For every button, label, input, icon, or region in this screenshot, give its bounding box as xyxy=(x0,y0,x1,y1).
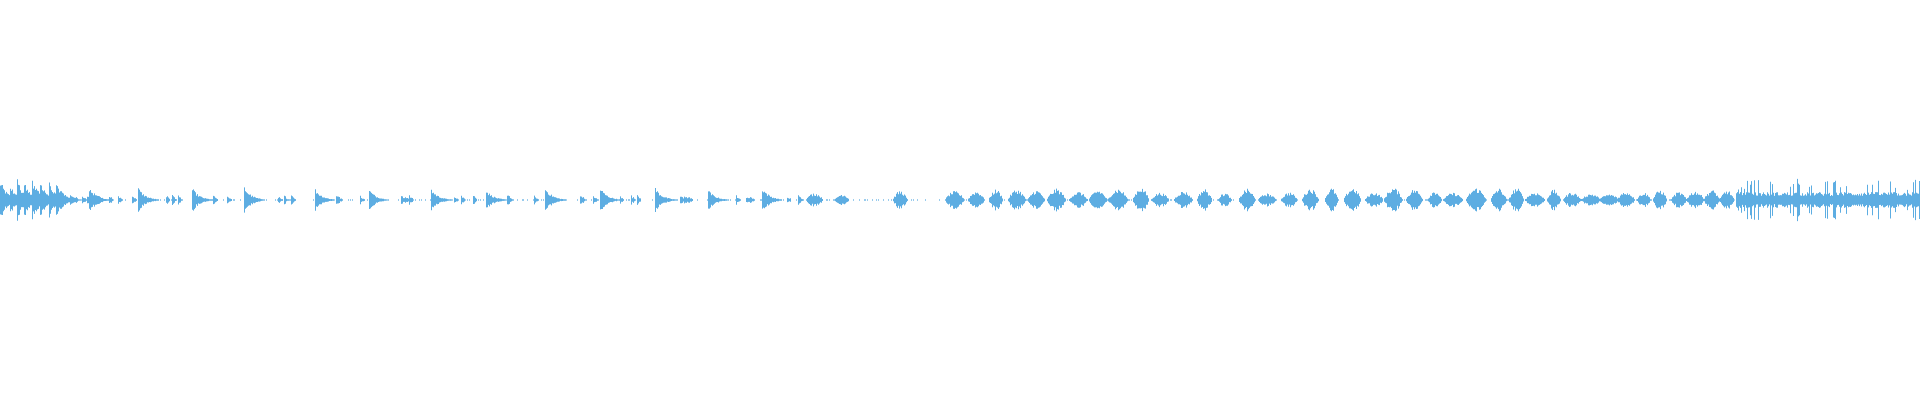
waveform-peaks xyxy=(0,178,1920,222)
